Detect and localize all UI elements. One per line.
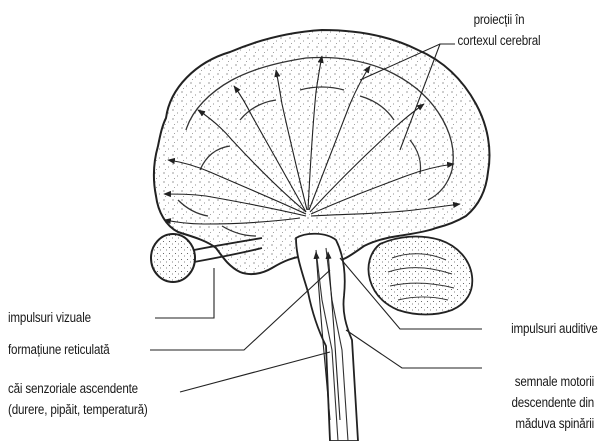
eyeball [151,234,195,282]
label-visual-impulses: impulsuri vizuale [8,307,91,328]
label-auditory-impulses-text: impulsuri auditive [511,321,598,336]
label-motor-signals-line-2: descendente din [511,392,594,413]
label-visual-impulses-text: impulsuri vizuale [8,310,91,325]
label-motor-signals-line-3: măduva spinării [511,413,594,434]
label-reticular-formation-text: formațiune reticulată [8,342,110,357]
label-motor-signals-line-1: semnale motorii [511,371,594,392]
cerebellum [368,237,472,315]
label-sensory-paths-line-1: căi senzoriale ascendente [8,378,148,399]
label-reticular-formation: formațiune reticulată [8,339,110,360]
label-cortical-projections-line-1: proiecții în [435,9,564,30]
label-auditory-impulses: impulsuri auditive [511,318,598,339]
brainstem [296,234,358,441]
label-cortical-projections: proiecții în cortexul cerebral [435,9,564,51]
label-cortical-projections-line-2: cortexul cerebral [435,30,564,51]
label-sensory-paths-line-2: (durere, pipăit, temperatură) [8,399,148,420]
label-sensory-paths: căi senzoriale ascendente (durere, pipăi… [8,378,148,420]
label-motor-signals: semnale motorii descendente din măduva s… [511,371,594,434]
